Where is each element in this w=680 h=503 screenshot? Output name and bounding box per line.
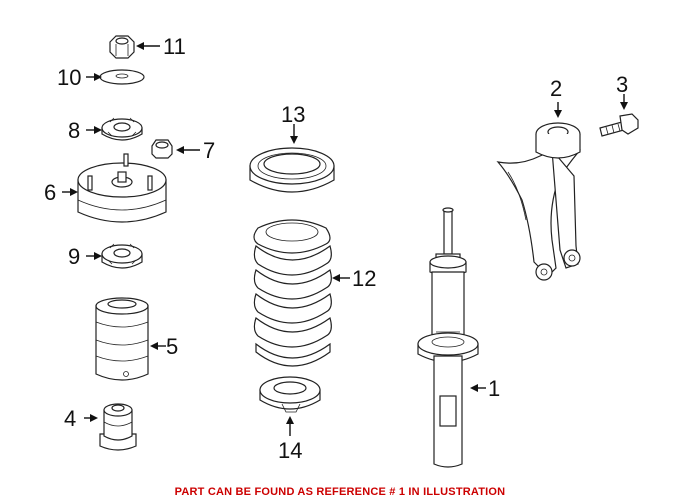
- callout-7: 7: [203, 138, 215, 163]
- leader-5: [150, 342, 166, 350]
- part-5-dust-boot: [95, 297, 149, 381]
- part-12-coil-spring: [253, 219, 332, 367]
- part-14-lower-seat: [259, 376, 321, 413]
- callout-8: 8: [68, 118, 80, 143]
- leader-4: [84, 414, 98, 422]
- callout-9: 9: [68, 244, 80, 269]
- leader-11: [136, 42, 160, 50]
- callout-13: 13: [281, 102, 305, 127]
- part-9-lower-bushing: [101, 243, 143, 269]
- callout-12: 12: [352, 266, 376, 291]
- callout-3: 3: [616, 72, 628, 97]
- part-8-upper-bushing: [101, 117, 143, 141]
- leader-12: [332, 274, 350, 282]
- callout-14: 14: [278, 438, 302, 463]
- part-10-washer: [99, 69, 145, 85]
- callout-10: 10: [57, 65, 81, 90]
- leader-9: [86, 252, 102, 260]
- callout-2: 2: [550, 76, 562, 101]
- leader-2: [554, 102, 562, 118]
- leader-6: [62, 188, 78, 196]
- leader-7: [176, 146, 200, 154]
- part-11-nut: [109, 35, 135, 59]
- leader-14: [286, 416, 294, 436]
- leader-1: [470, 384, 486, 392]
- leader-8: [86, 126, 102, 134]
- leader-10: [86, 73, 102, 81]
- part-3-bolt: [599, 113, 639, 137]
- part-6-strut-mount: [77, 153, 167, 223]
- callout-5: 5: [166, 334, 178, 359]
- part-1-strut-assembly: [417, 207, 479, 468]
- part-13-spring-seat: [249, 147, 335, 193]
- reference-caption: PART CAN BE FOUND AS REFERENCE # 1 IN IL…: [174, 486, 506, 498]
- callout-6: 6: [44, 180, 56, 205]
- callout-1: 1: [488, 376, 500, 401]
- callout-11: 11: [163, 34, 186, 59]
- part-4-bump-stop: [99, 403, 137, 451]
- callout-4: 4: [64, 406, 76, 431]
- part-2-knuckle: [496, 122, 581, 281]
- leader-3: [620, 94, 628, 110]
- part-7-nut: [151, 139, 173, 159]
- leader-13: [290, 124, 298, 144]
